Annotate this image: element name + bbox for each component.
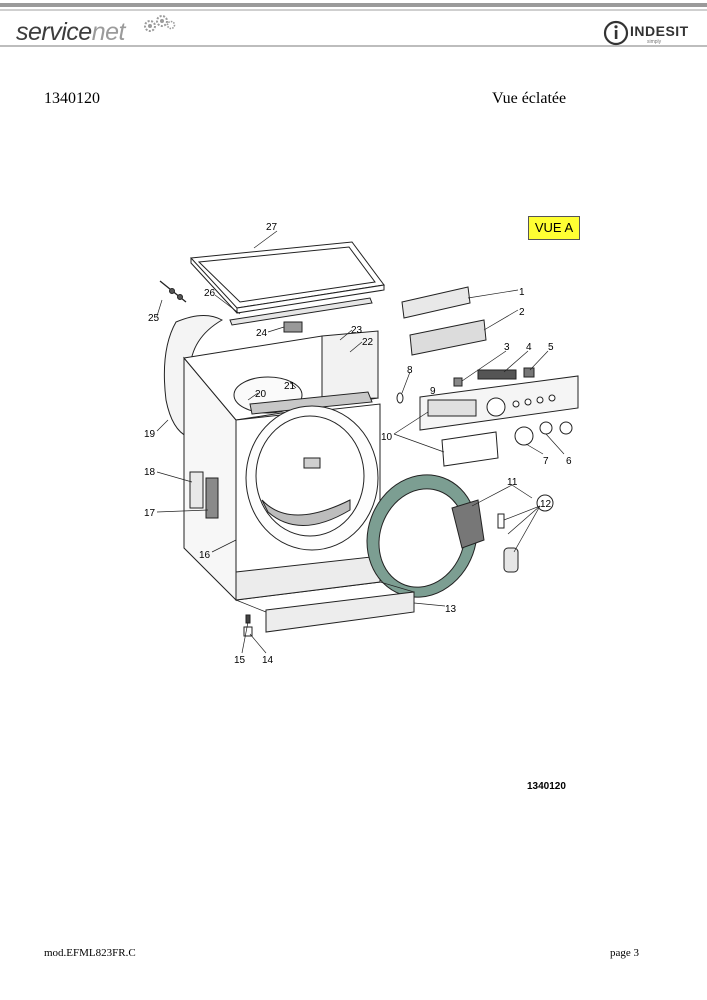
part-label-25: 25	[148, 313, 160, 324]
small-part-24	[283, 321, 303, 333]
door-handle	[451, 499, 485, 549]
part-label-6: 6	[566, 456, 572, 467]
header-rule-top	[0, 3, 707, 7]
part-label-2: 2	[519, 307, 525, 318]
small-clip	[396, 392, 404, 404]
part-label-12: 12	[540, 499, 552, 510]
door-part-a	[497, 513, 505, 529]
gears-icon	[144, 15, 176, 32]
document-title: Vue éclatée	[492, 90, 567, 107]
rear-panel	[321, 330, 379, 401]
detergent-drawer	[441, 431, 499, 467]
servicenet-logo-part1: service	[16, 18, 92, 46]
rear-rail	[229, 297, 373, 326]
document-number: 1340120	[44, 90, 100, 107]
knob-7	[514, 426, 534, 446]
part-label-5: 5	[548, 342, 554, 353]
part-label-22: 22	[362, 337, 374, 348]
part-label-18: 18	[144, 467, 156, 478]
servicenet-logo-part2: net	[91, 18, 126, 46]
footer-page: page 3	[610, 947, 640, 959]
part-label-23: 23	[351, 325, 363, 336]
part-label-17: 17	[144, 508, 156, 519]
detergent-drawer-front	[427, 399, 477, 417]
part-label-15: 15	[234, 655, 246, 666]
part-label-24: 24	[256, 328, 268, 339]
foot	[243, 626, 253, 637]
top-lid	[189, 241, 385, 314]
header-rule-thin	[0, 9, 707, 11]
part-label-27: 27	[266, 222, 278, 233]
button-bar-4	[477, 369, 517, 380]
header-rule-bottom	[0, 45, 707, 47]
part-label-8: 8	[407, 365, 413, 376]
tub-brace	[249, 391, 373, 415]
part-label-3: 3	[504, 342, 510, 353]
screw	[245, 614, 251, 624]
knob-6b	[559, 421, 573, 435]
indesit-logo-icon	[603, 20, 629, 46]
part-label-4: 4	[526, 342, 532, 353]
door-hinge	[189, 471, 204, 509]
label-12-circle	[536, 494, 554, 512]
control-board	[409, 319, 487, 356]
part-label-26: 26	[204, 288, 216, 299]
part-label-9: 9	[430, 386, 436, 397]
figure-reference-number: 1340120	[527, 781, 566, 792]
header-band	[0, 0, 707, 50]
footer-model: mod.EFML823FR.C	[44, 947, 136, 959]
fascia-dial	[486, 397, 506, 417]
part-label-1: 1	[519, 287, 525, 298]
button-5	[523, 367, 535, 378]
door-part-b	[503, 547, 519, 573]
kick-plate	[265, 591, 415, 633]
door-glass	[378, 488, 466, 588]
part-label-16: 16	[199, 550, 211, 561]
module-board	[401, 286, 471, 319]
hose-spring	[159, 280, 187, 303]
part-label-19: 19	[144, 429, 156, 440]
button-3	[453, 377, 463, 387]
door-gasket	[261, 499, 351, 526]
knob-6a	[539, 421, 553, 435]
indesit-tagline: simply	[647, 39, 662, 45]
part-label-10: 10	[381, 432, 393, 443]
part-label-7: 7	[543, 456, 549, 467]
part-label-13: 13	[445, 604, 457, 615]
view-badge: VUE A	[528, 216, 580, 240]
part-label-20: 20	[255, 389, 267, 400]
part-label-14: 14	[262, 655, 274, 666]
part-label-21: 21	[284, 381, 296, 392]
indesit-logo-text: INDESIT	[630, 23, 689, 39]
door-lock	[205, 477, 219, 519]
servicenet-logo: servicenet	[16, 18, 125, 46]
part-label-11: 11	[507, 477, 518, 488]
drum-paddle	[303, 457, 321, 469]
